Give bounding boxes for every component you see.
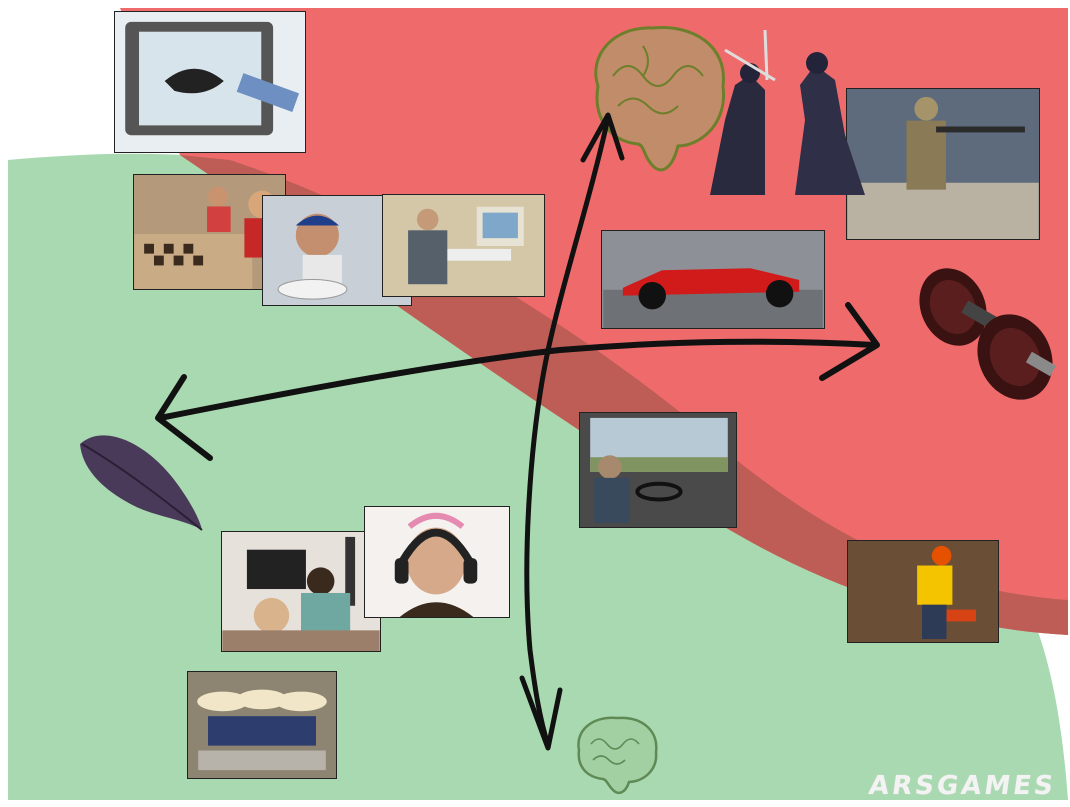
watermark-logo: ARSGAMES (867, 771, 1059, 801)
formula-one-car-photo (601, 230, 825, 329)
feather-icon (80, 435, 203, 531)
dumbbell-icon (919, 268, 1057, 400)
girl-headphones-photo (364, 506, 510, 618)
bus-driver-photo (579, 412, 737, 528)
arrow-left-head (155, 374, 213, 461)
people-sleeping-sombreros-photo (187, 671, 337, 779)
tablet-drawing-photo (114, 11, 306, 153)
arrow-right-head (819, 302, 880, 381)
vertical-axis-line (524, 115, 611, 748)
arrow-down-head (519, 675, 563, 751)
brain-icon (577, 716, 658, 794)
brain-icon (594, 26, 725, 172)
horizontal-axis-line (157, 338, 878, 421)
couple-watching-tv-photo (221, 531, 381, 652)
soldier-machine-gun-photo (846, 88, 1040, 240)
office-computer-photo (382, 194, 545, 297)
construction-worker-photo (847, 540, 999, 643)
kendo-fighters-photo (710, 29, 865, 195)
arrow-up-head (580, 112, 625, 163)
